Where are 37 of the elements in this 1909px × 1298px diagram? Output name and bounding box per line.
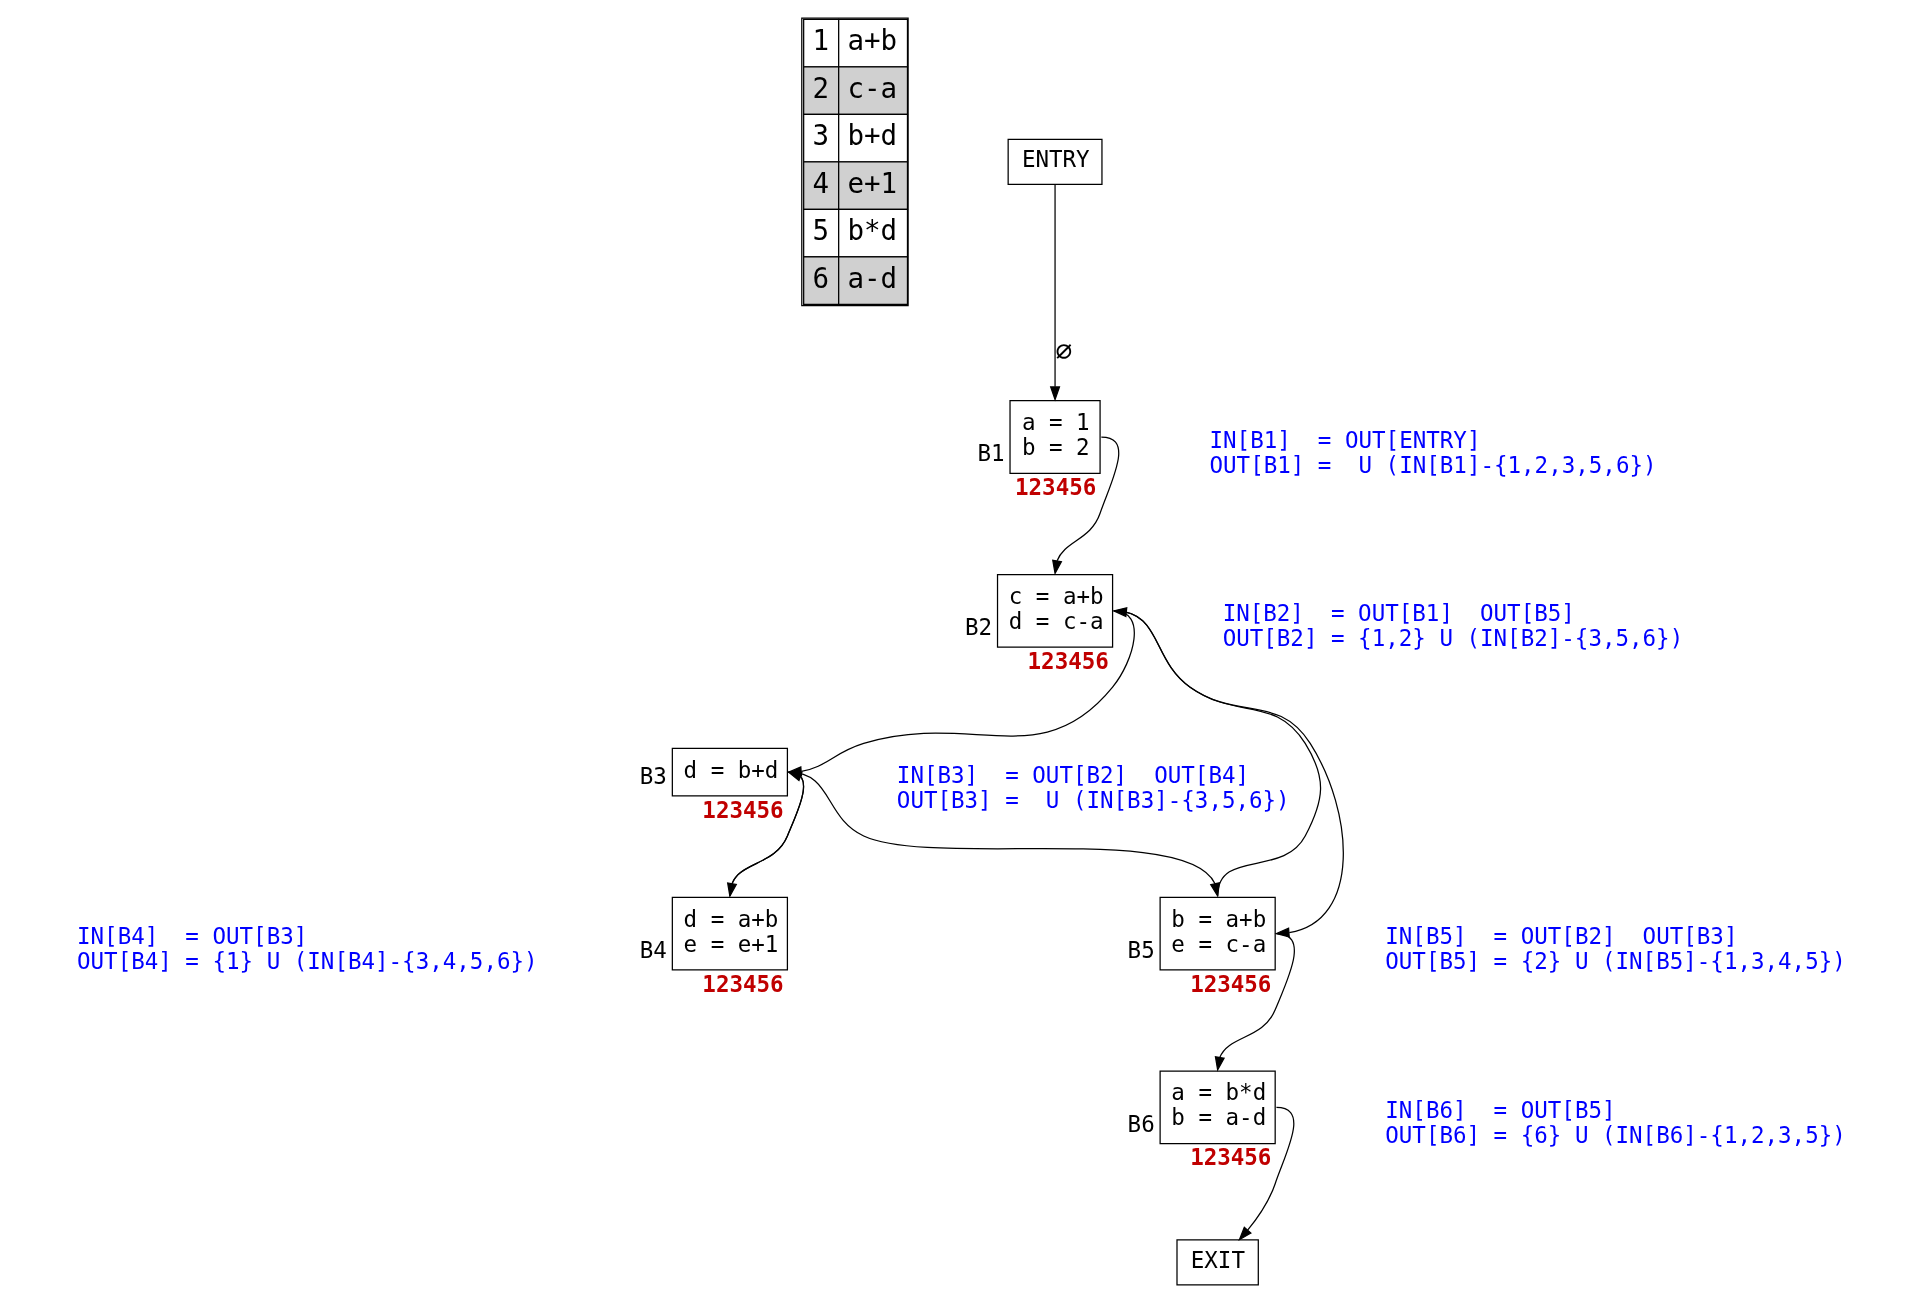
label: a-d (846, 261, 897, 294)
node-label: IN[B4] = OUT[B3] (76, 923, 307, 950)
label: 3 (811, 119, 829, 152)
node-label: 123456 (701, 796, 784, 823)
label: 6 (811, 261, 829, 294)
node-label: IN[B3] = OUT[B2] OUT[B4] (896, 761, 1249, 788)
node-label: B3 (639, 762, 667, 789)
node-label: 123456 (1189, 970, 1271, 997)
node-label: 123456 (1014, 474, 1096, 501)
label: 1 (811, 24, 829, 57)
label: b+d (846, 119, 897, 152)
node-label: OUT[B1] = U (IN[B1]-{1,2,3,5,6}) (1209, 451, 1657, 478)
label: b*d (846, 214, 897, 247)
label: 5 (811, 214, 829, 247)
label: 2 (811, 71, 829, 104)
label: c-a (846, 71, 897, 104)
node-label: 123456 (701, 970, 784, 997)
node-label: 123456 (1189, 1144, 1271, 1171)
node-label: OUT[B6] = {6} U (IN[B6]-{1,2,3,5}) (1384, 1121, 1846, 1148)
node-label: OUT[B3] = U (IN[B3]-{3,5,6}) (896, 786, 1290, 813)
label: e+1 (846, 166, 897, 199)
node-label: IN[B5] = OUT[B2] OUT[B3] (1384, 923, 1737, 950)
node-label: B6 (1127, 1110, 1155, 1137)
label: 4 (811, 166, 829, 199)
node-label: B2 (964, 614, 992, 641)
node-label: B1 (977, 440, 1005, 467)
node-label: OUT[B4] = {1} U (IN[B4]-{3,4,5,6}) (76, 948, 538, 975)
node-label: IN[B2] = OUT[B1] OUT[B5] (1222, 600, 1575, 627)
node-label: OUT[B5] = {2} U (IN[B5]-{1,3,4,5}) (1384, 948, 1846, 975)
node-label: OUT[B2] = {1,2} U (IN[B2]-{3,5,6}) (1222, 625, 1683, 652)
node-label: IN[B1] = OUT[ENTRY] (1209, 426, 1480, 453)
node-label: B5 (1127, 936, 1155, 963)
node-label: 123456 (1027, 647, 1109, 674)
edge-label: ∅ (1055, 334, 1072, 367)
node-label: IN[B6] = OUT[B5] (1384, 1096, 1616, 1123)
label: a+b (846, 24, 897, 57)
node-label: B4 (639, 936, 667, 963)
